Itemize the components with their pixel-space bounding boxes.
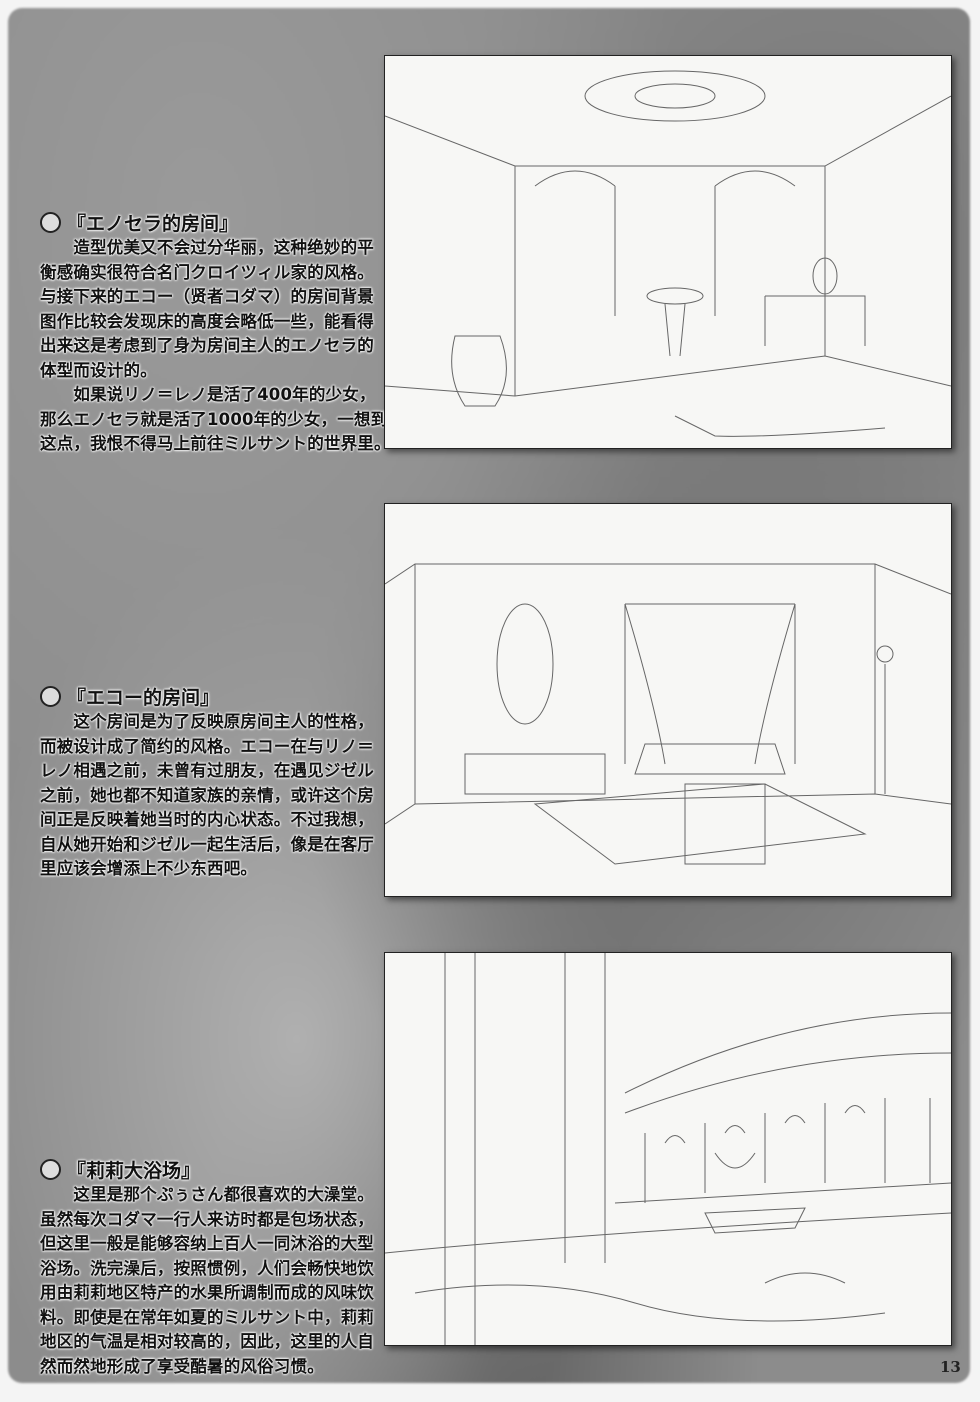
circle-bullet-icon [40,1158,61,1180]
body-text-line: 衡感确实很符合名门クロイツィル家的风格。 [40,262,374,282]
body-text-line: 体型而设计的。 [40,360,157,380]
body-text-line: 与接下来的エコー（贤者コダマ）的房间背景 [40,287,374,306]
body-text-line: 但这里一般是能够容纳上百人一同沐浴的大型 [40,1234,374,1253]
circle-bullet-icon [40,211,61,233]
body-text-line: レノ相遇之前，未曾有过朋友，在遇见ジゼル [40,761,374,780]
section-echo-room: 『エコー的房间』 这个房间是为了反映原房间主人的性格， 而被设计成了简约的风格。エ… [40,682,390,882]
body-text-line: 料。即使是在常年如夏的ミルサント中，莉莉 [40,1307,374,1327]
sketch-enosera-room [384,55,952,449]
body-text-line: 里应该会增添上不少东西吧。 [40,859,258,878]
sketch-lily-bath [384,952,952,1346]
section-lily-bath: 『莉莉大浴场』 这里是那个ぷぅさん都很喜欢的大澡堂。虽然每次コダマ一行人来访时都… [40,1155,390,1379]
body-text-line: 虽然每次コダマ一行人来访时都是包场状态， [40,1209,374,1229]
section-enosera-room: 『エノセラ的房间』 造型优美又不会过分华丽，这种绝妙的平衡感确实很符合名门クロイ… [40,208,391,457]
body-text-line: 之前，她也都不知道家族的亲情，或许这个房 [40,785,374,805]
body-text-line: 如果说リノ＝レノ是活了400年的少女， [40,385,376,404]
sketch-echo-room [384,503,952,897]
body-text-line: 浴场。洗完澡后，按照惯例，人们会畅快地饮 [40,1258,374,1278]
body-text-line: 这点，我恨不得马上前往ミルサント的世界里。 [40,434,391,453]
circle-bullet-icon [40,685,61,707]
body-text-line: 那么エノセラ就是活了1000年的少女，一想到 [40,409,388,429]
body-text-line: 这里是那个ぷぅさん都很喜欢的大澡堂。 [40,1185,374,1204]
body-text-line: 间正是反映着她当时的内心状态。不过我想， [40,810,374,829]
body-text-line: 自从她开始和ジゼル一起生活后，像是在客厅 [40,834,374,854]
section-heading: 『エノセラ的房间』 [67,212,239,235]
body-text-line: 图作比较会发现床的高度会略低一些，能看得 [40,311,374,331]
body-text-line: 这个房间是为了反映原房间主人的性格， [40,712,374,731]
body-text-line: 出来这是考虑到了身为房间主人的エノセラ的 [40,336,374,355]
body-text-line: 造型优美又不会过分华丽，这种绝妙的平 [40,238,374,257]
body-text-line: 地区的气温是相对较高的，因此，这里的人自 [40,1332,374,1351]
body-text-line: 而被设计成了简约的风格。エコー在与リノ＝ [40,736,374,756]
page-number: 13 [940,1358,961,1376]
body-text-line: 然而然地形成了享受酷暑的风俗习惯。 [40,1356,324,1376]
section-heading: 『莉莉大浴场』 [67,1159,201,1182]
body-text-line: 用由莉莉地区特产的水果所调制而成的风味饮 [40,1283,374,1302]
section-heading: 『エコー的房间』 [67,686,220,709]
